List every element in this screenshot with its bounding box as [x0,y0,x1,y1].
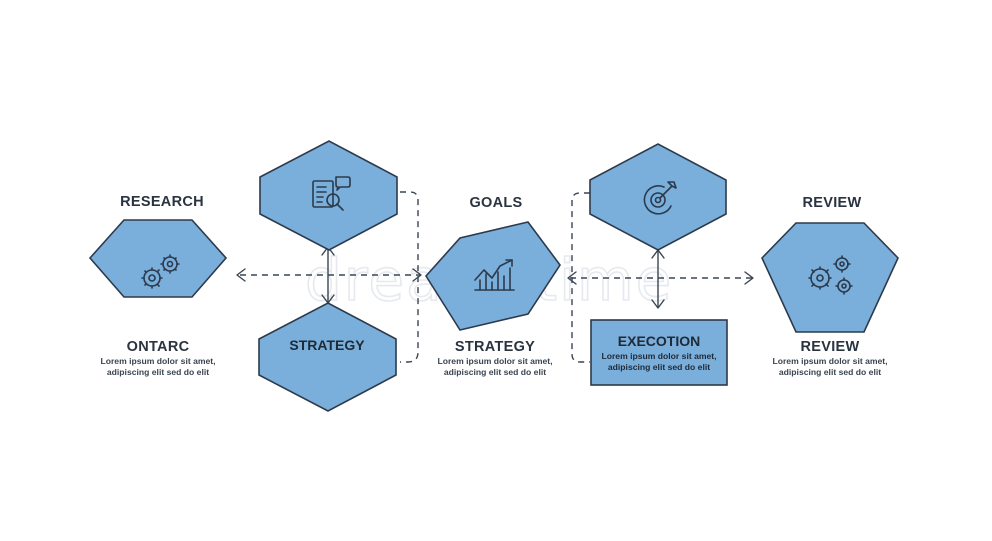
tools-node [589,143,727,251]
strategy-caption: STRATEGY Lorem ipsum dolor sit amet, adi… [437,339,552,377]
target-wrench-icon [643,181,677,215]
strategy-below-label: STRATEGY [455,339,535,355]
research-node [88,219,228,298]
execution-desc-line2: adipiscing elit sed do elit [608,362,710,372]
arrowhead-right [412,268,422,282]
gears-icon [808,255,853,295]
research-hexagon [88,219,228,298]
strategy-label: STRATEGY [289,337,365,353]
arrowhead-left-2 [567,271,577,285]
strategy-desc-line1: Lorem ipsum dolor sit amet, [437,356,552,366]
document-search-icon [312,176,351,211]
strategy-hexagon [258,302,397,412]
bracket-right-cluster [571,192,590,363]
analysis-node [259,140,398,251]
onarc-desc-line2: adipiscing elit sed do elit [107,367,209,377]
onarc-label: ONTARC [127,339,190,355]
goals-node [425,221,561,331]
execution-node: EXECOTION Lorem ipsum dolor sit amet, ad… [590,319,728,386]
review-node [761,222,899,333]
review-desc-line2: adipiscing elit sed do elit [779,367,881,377]
strategy-node: STRATEGY [258,302,397,412]
review-caption: REVIEW Lorem ipsum dolor sit amet, adipi… [772,339,887,377]
goals-title: GOALS [469,195,522,211]
review-title: REVIEW [803,195,862,211]
arrowhead-down-2 [651,299,665,309]
strategy-desc-line2: adipiscing elit sed do elit [444,367,546,377]
research-title: RESEARCH [120,194,204,210]
arrowhead-right-2 [744,271,754,285]
onarc-desc-line1: Lorem ipsum dolor sit amet, [100,356,215,366]
execution-label: EXECOTION [618,333,700,349]
growth-chart-icon [474,259,515,291]
onarc-caption: ONTARC Lorem ipsum dolor sit amet, adipi… [100,339,215,377]
review-below-label: REVIEW [801,339,860,355]
bracket-left-cluster [400,191,419,363]
execution-box [590,319,728,386]
execution-desc-line1: Lorem ipsum dolor sit amet, [601,351,716,361]
gears-icon [141,254,180,289]
review-desc-line1: Lorem ipsum dolor sit amet, [772,356,887,366]
arrowhead-left [236,268,246,282]
